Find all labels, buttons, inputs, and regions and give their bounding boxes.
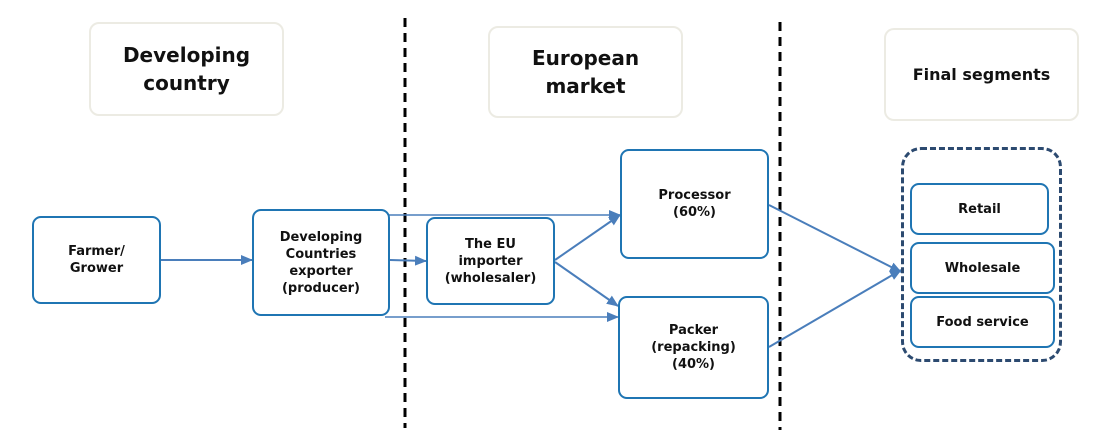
node-eu-importer: The EU importer (wholesaler) bbox=[426, 217, 555, 305]
node-retail: Retail bbox=[910, 183, 1049, 235]
arrow-importer-to-packer bbox=[554, 261, 619, 307]
node-exporter: Developing Countries exporter (producer) bbox=[252, 209, 390, 316]
node-retail-label: Retail bbox=[958, 201, 1001, 217]
arrow-packer-to-segments bbox=[768, 269, 902, 348]
arrow-importer-to-processor bbox=[554, 214, 621, 261]
node-processor: Processor (60%) bbox=[620, 149, 769, 259]
node-packer: Packer (repacking) (40%) bbox=[618, 296, 769, 399]
header-developing-country: Developing country bbox=[89, 22, 284, 116]
final-segments-group bbox=[901, 147, 1062, 362]
node-packer-label: Packer (repacking) (40%) bbox=[651, 323, 736, 372]
node-wholesale: Wholesale bbox=[910, 242, 1055, 294]
arrow-processor-to-segments bbox=[768, 204, 902, 273]
header-final-segments: Final segments bbox=[884, 28, 1079, 121]
node-farmer-grower: Farmer/ Grower bbox=[32, 216, 161, 304]
node-exporter-label: Developing Countries exporter (producer) bbox=[279, 229, 363, 296]
node-wholesale-label: Wholesale bbox=[944, 260, 1021, 276]
node-eu-importer-label: The EU importer (wholesaler) bbox=[444, 236, 537, 286]
header-final-segments-label: Final segments bbox=[912, 64, 1051, 84]
node-farmer-grower-label: Farmer/ Grower bbox=[68, 244, 125, 276]
arrow-exporter-to-importer bbox=[389, 255, 427, 266]
node-food-service: Food service bbox=[910, 296, 1055, 348]
header-european-market: European market bbox=[488, 26, 683, 118]
header-european-market-label: European market bbox=[531, 46, 640, 98]
node-processor-label: Processor (60%) bbox=[658, 188, 731, 220]
node-food-service-label: Food service bbox=[936, 314, 1029, 330]
header-developing-country-label: Developing country bbox=[122, 43, 251, 95]
